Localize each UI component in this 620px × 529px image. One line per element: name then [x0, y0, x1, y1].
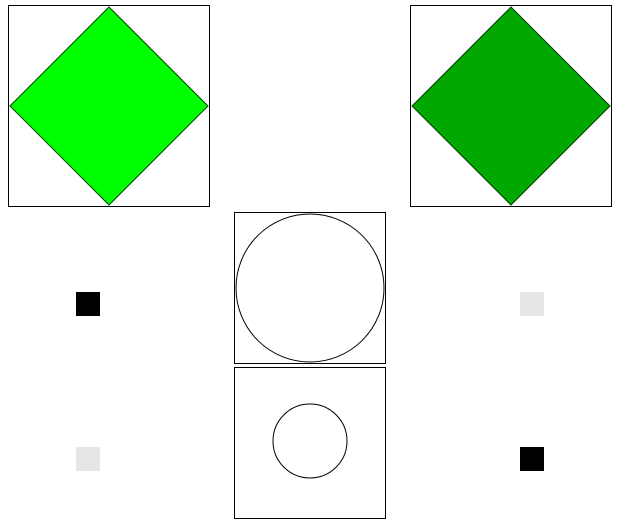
- marker-square-top-right: [520, 292, 544, 316]
- circle-panel-small: [234, 367, 386, 519]
- bright-green-diamond: [9, 6, 209, 206]
- dark-green-diamond: [411, 6, 611, 206]
- circle-small-svg: [272, 403, 348, 479]
- marker-square-bottom-left: [76, 447, 100, 471]
- diamond-panel-right: [410, 5, 612, 207]
- small-circle: [272, 403, 348, 479]
- circle-panel-large: [234, 212, 386, 364]
- large-circle: [235, 213, 385, 363]
- marker-square-bottom-right: [520, 447, 544, 471]
- circle-large-svg: [235, 213, 385, 363]
- diamond-left-svg: [9, 6, 209, 206]
- marker-square-top-left: [76, 292, 100, 316]
- diamond-right-svg: [411, 6, 611, 206]
- diamond-panel-left: [8, 5, 210, 207]
